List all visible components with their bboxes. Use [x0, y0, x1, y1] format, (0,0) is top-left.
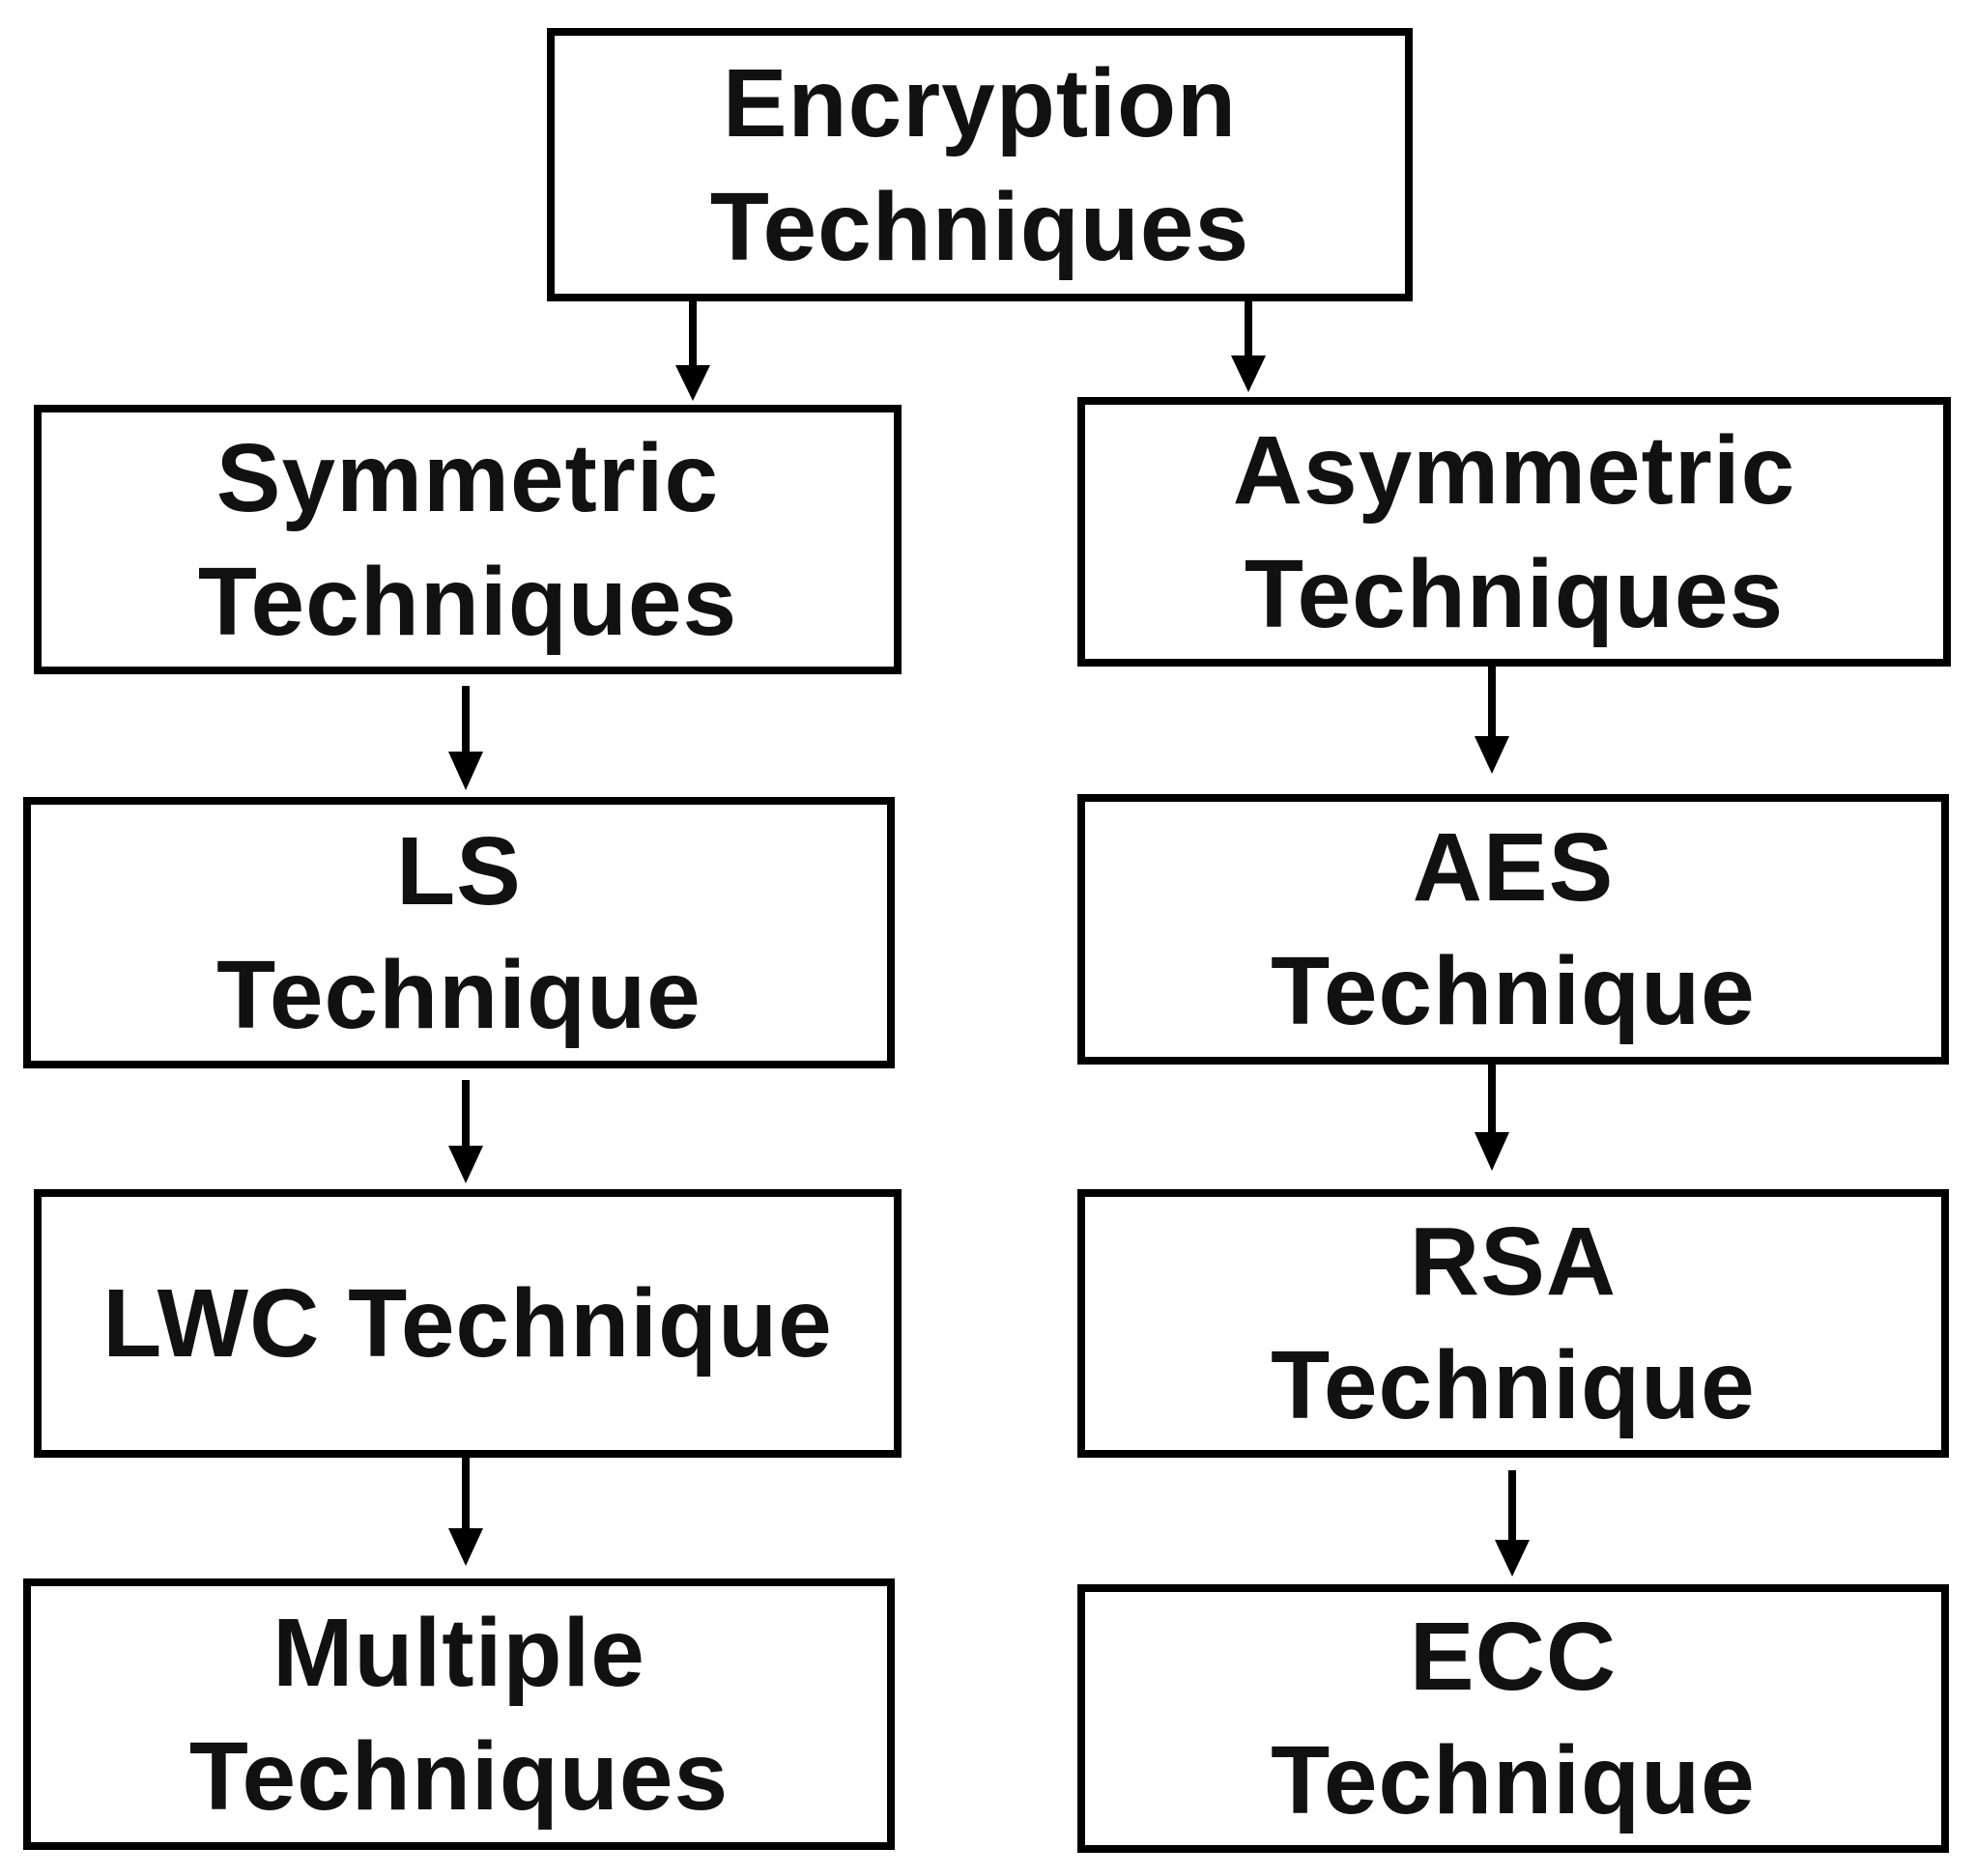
arrow-symmetric-to-ls	[448, 686, 483, 790]
node-lwc-technique: LWC Technique	[34, 1189, 902, 1458]
node-ls-technique: LS Technique	[23, 797, 895, 1068]
node-label-line-1: ECC	[1409, 1603, 1618, 1711]
node-label-line-1: AES	[1412, 813, 1615, 922]
node-rsa-technique: RSA Technique	[1077, 1189, 1949, 1458]
node-label-line-1: Symmetric	[215, 423, 720, 532]
node-label-line-1: LS	[396, 816, 522, 925]
arrow-root-to-symmetric	[675, 301, 710, 401]
node-label-line-1: LWC Technique	[102, 1269, 833, 1378]
node-encryption-techniques: Encryption Techniques	[547, 28, 1413, 301]
node-label-line-2: Technique	[1271, 937, 1756, 1045]
node-label-line-1: Multiple	[272, 1598, 645, 1707]
arrow-asymmetric-to-aes	[1475, 667, 1509, 774]
node-label-line-2: Technique	[1271, 1331, 1756, 1439]
arrow-ls-to-lwc	[448, 1080, 483, 1183]
node-label-line-1: Encryption	[722, 48, 1238, 157]
node-ecc-technique: ECC Technique	[1077, 1584, 1949, 1853]
node-multiple-techniques: Multiple Techniques	[23, 1578, 895, 1850]
arrow-root-to-asymmetric	[1231, 301, 1266, 392]
node-asymmetric-techniques: Asymmetric Techniques	[1077, 397, 1951, 667]
node-label-line-2: Techniques	[197, 547, 738, 656]
node-label-line-2: Techniques	[188, 1721, 730, 1831]
node-label-line-2: Technique	[1271, 1726, 1756, 1834]
node-symmetric-techniques: Symmetric Techniques	[34, 405, 902, 674]
node-label-line-2: Techniques	[709, 172, 1250, 281]
arrow-rsa-to-ecc	[1495, 1470, 1530, 1577]
node-label-line-1: Asymmetric	[1232, 415, 1796, 525]
node-label-line-2: Techniques	[1244, 539, 1785, 648]
node-label-line-2: Technique	[216, 940, 702, 1049]
arrow-lwc-to-multiple	[448, 1458, 483, 1566]
node-label-line-1: RSA	[1409, 1208, 1618, 1316]
node-aes-technique: AES Technique	[1077, 794, 1949, 1065]
arrow-aes-to-rsa	[1475, 1065, 1509, 1171]
